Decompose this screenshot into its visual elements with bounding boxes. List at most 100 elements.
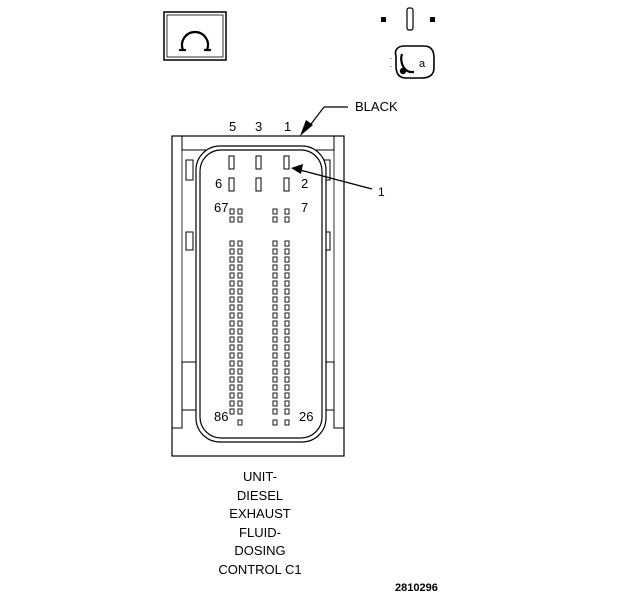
- terminal-cavity: [237, 208, 243, 215]
- svg-text:a: a: [419, 58, 426, 70]
- terminal-cavity: [237, 288, 243, 295]
- connector-housing: [171, 135, 345, 457]
- top-pin-label-3: 3: [255, 119, 262, 134]
- pin-label-7: 7: [301, 200, 308, 215]
- terminal-cavity: [229, 392, 235, 399]
- terminal-cavity: [237, 360, 243, 367]
- terminal-cavity: [284, 400, 290, 407]
- terminal-cavity: [284, 288, 290, 295]
- wire-color-label: BLACK: [355, 99, 398, 114]
- top-pin-label-5: 5: [229, 119, 236, 134]
- caption-line: CONTROL C1: [218, 561, 302, 577]
- terminal-cavity: [284, 328, 290, 335]
- terminal-cavity: [229, 400, 235, 407]
- terminal-cavity: [229, 320, 235, 327]
- terminal-cavity: [229, 240, 235, 247]
- terminal-cavity: [237, 368, 243, 375]
- caption-line: DOSING: [234, 543, 286, 559]
- terminal-cavity: [229, 344, 235, 351]
- terminal-cavity: [229, 328, 235, 335]
- terminal-cavity: [229, 272, 235, 279]
- terminal-cavity: [272, 248, 278, 255]
- terminal-cavity: [272, 320, 278, 327]
- terminal-cavity: [229, 352, 235, 359]
- pin-label-6: 6: [215, 176, 222, 191]
- terminal-cavity: [229, 288, 235, 295]
- pin-label-67: 67: [214, 200, 228, 215]
- terminal-cavity: [284, 336, 290, 343]
- terminal-cavity: [284, 384, 290, 391]
- terminal-cavity: [237, 312, 243, 319]
- terminal-cavity: [272, 264, 278, 271]
- small-terminals: [229, 208, 290, 426]
- omega-connector-icon: [178, 30, 212, 52]
- terminal-cavity: [272, 208, 278, 215]
- terminal-cavity: [284, 360, 290, 367]
- terminal-cavity: [229, 280, 235, 287]
- terminal-cavity: [272, 328, 278, 335]
- terminal-cavity: [272, 216, 278, 223]
- terminal-cavity: [237, 256, 243, 263]
- callout-number: 1: [378, 185, 385, 199]
- terminal-cavity: [284, 216, 290, 223]
- terminal-cavity: [272, 392, 278, 399]
- pin-label-86: 86: [214, 409, 228, 424]
- terminal-cavity: [229, 208, 235, 215]
- figure-number: 2810296: [395, 582, 438, 594]
- terminal-cavity: [272, 408, 278, 415]
- terminal-cavity: [237, 216, 243, 223]
- terminal-cavity: [284, 248, 290, 255]
- terminal-cavity: [272, 384, 278, 391]
- terminal-cavity: [272, 304, 278, 311]
- terminal-cavity: [237, 392, 243, 399]
- connector-caption: UNIT- DIESEL EXHAUST FLUID- DOSING CONTR…: [200, 468, 320, 580]
- omega-symbol: [163, 11, 227, 61]
- terminal-cavity: [237, 384, 243, 391]
- terminal-cavity: [237, 352, 243, 359]
- terminal-cavity: [284, 304, 290, 311]
- terminal-cavity: [272, 344, 278, 351]
- terminal-cavity: [229, 368, 235, 375]
- terminal-cavity: [229, 256, 235, 263]
- terminal-cavity: [229, 360, 235, 367]
- terminal-cavity: [229, 216, 235, 223]
- terminal-cavity: [284, 312, 290, 319]
- terminal-cavity: [229, 264, 235, 271]
- terminal-cavity: [237, 280, 243, 287]
- terminal-cavity: [237, 376, 243, 383]
- terminal-cavity: [237, 336, 243, 343]
- terminal-cavity: [237, 240, 243, 247]
- terminal-cavity: [229, 304, 235, 311]
- caption-line: FLUID-: [239, 524, 281, 540]
- terminal-cavity: [272, 336, 278, 343]
- terminal-cavity: [237, 344, 243, 351]
- terminal-cavity: [284, 272, 290, 279]
- pin-label-26: 26: [299, 409, 313, 424]
- terminal-cavity: [229, 248, 235, 255]
- terminal-cavity: [272, 419, 278, 426]
- large-terminals: [228, 155, 290, 192]
- terminal-cavity: [237, 408, 243, 415]
- terminal-cavity: [284, 352, 290, 359]
- terminal-cavity: [272, 312, 278, 319]
- terminal-cavity: [284, 264, 290, 271]
- terminal-cavity: [284, 256, 290, 263]
- terminal-cavity: [272, 288, 278, 295]
- connector-face-view-icon: a - -: [381, 7, 435, 79]
- terminal-cavity: [272, 240, 278, 247]
- terminal-cavity: [284, 392, 290, 399]
- terminal-cavity: [272, 368, 278, 375]
- terminal-cavity: [272, 272, 278, 279]
- terminal-cavity: [284, 408, 290, 415]
- terminal-cavity: [284, 376, 290, 383]
- top-pin-label-1: 1: [284, 119, 291, 134]
- terminal-cavity: [272, 352, 278, 359]
- terminal-cavity: [284, 240, 290, 247]
- terminal-cavity: [272, 296, 278, 303]
- caption-line: DIESEL: [236, 487, 284, 503]
- terminal-cavity: [229, 408, 235, 415]
- terminal-cavity: [284, 344, 290, 351]
- terminal-cavity: [237, 400, 243, 407]
- black-label-arrow: [300, 106, 348, 136]
